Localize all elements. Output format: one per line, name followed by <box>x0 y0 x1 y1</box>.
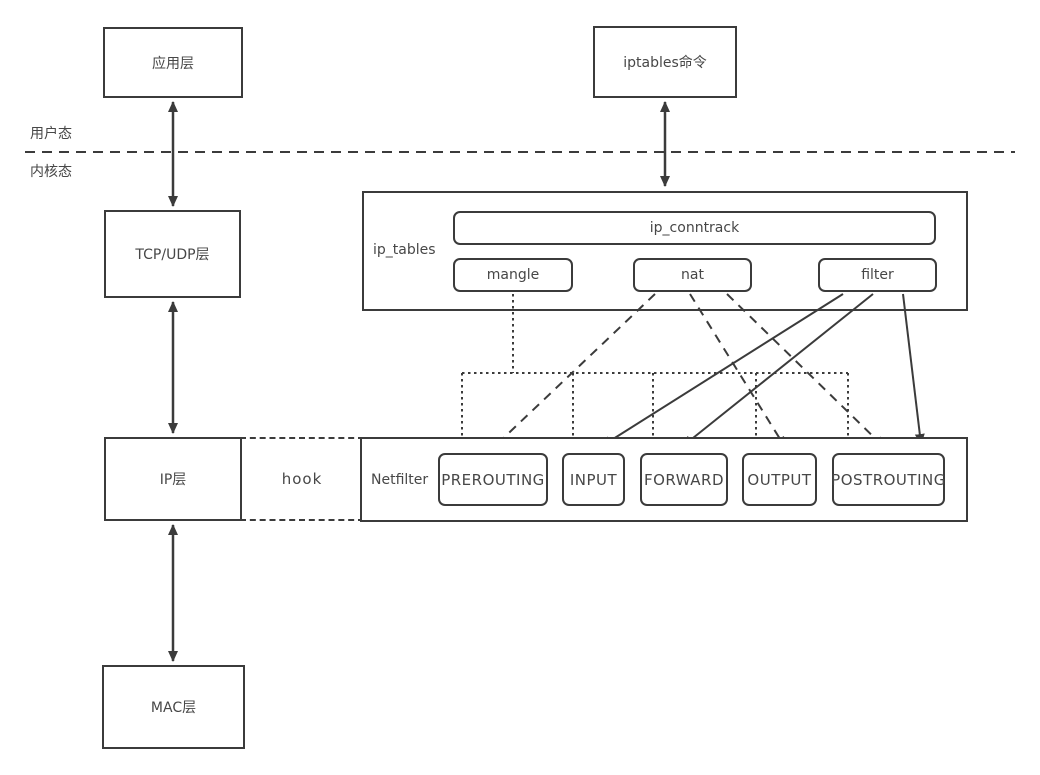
filter-to-postrouting-arrow <box>902 293 925 445</box>
chain-prerouting-box: PREROUTING <box>438 453 548 506</box>
chain-postrouting-box: POSTROUTING <box>831 453 945 506</box>
iptables-command-box: iptables命令 <box>593 26 737 98</box>
user-mode-label: 用户态 <box>30 126 72 142</box>
tcp-udp-layer-box: TCP/UDP层 <box>104 210 241 298</box>
mangle-table-box: mangle <box>453 258 573 292</box>
app-layer-box: 应用层 <box>103 27 243 98</box>
nat-to-prerouting-arrow <box>492 293 656 449</box>
ip-conntrack-box: ip_conntrack <box>453 211 936 245</box>
ip-tables-container-box <box>362 191 968 311</box>
nat-to-postrouting-arrow <box>726 293 885 448</box>
ip-tables-label: ip_tables <box>373 242 436 258</box>
hook-zone: hook <box>240 437 364 521</box>
chain-output-box: OUTPUT <box>742 453 817 506</box>
nat-to-output-arrow <box>689 293 786 448</box>
chain-input-box: INPUT <box>562 453 625 506</box>
chain-forward-box: FORWARD <box>640 453 728 506</box>
mac-layer-box: MAC层 <box>102 665 245 749</box>
netfilter-label: Netfilter <box>371 472 429 488</box>
filter-to-input-arrow <box>601 293 844 447</box>
nat-table-box: nat <box>633 258 752 292</box>
filter-table-box: filter <box>818 258 937 292</box>
kernel-mode-label: 内核态 <box>30 164 72 180</box>
filter-to-forward-arrow <box>682 293 874 447</box>
ip-layer-box: IP层 <box>104 437 242 521</box>
